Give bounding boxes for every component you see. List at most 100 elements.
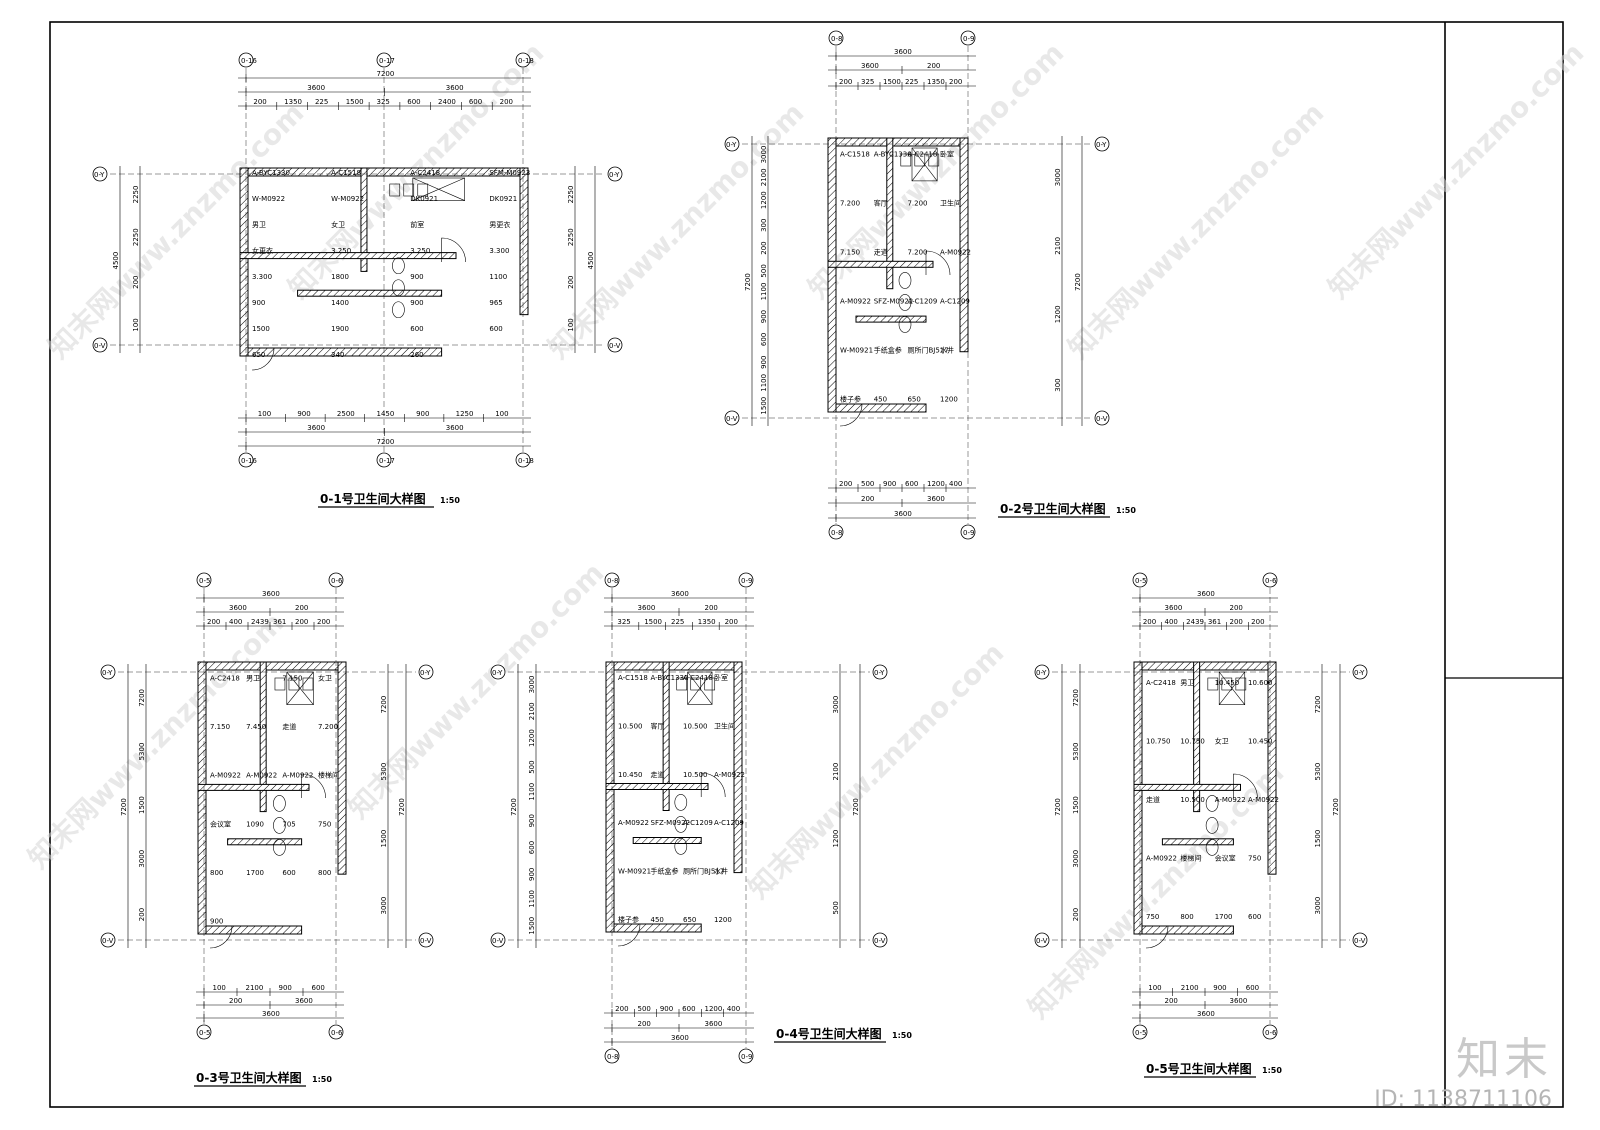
toilet-fixture [914,153,926,167]
dimension-label: 3600 [262,590,280,598]
dimension-label: 600 [760,333,768,346]
door-swing [700,772,726,798]
wall-bottom [605,923,702,933]
dimension-label: 7200 [1332,798,1340,816]
axis-bubble [92,166,108,182]
room-label: 7.150 [210,723,230,731]
axis-label: 0-6 [1265,577,1277,585]
axis-label: 0-Y [1096,141,1107,149]
axis-label: 0-6 [331,577,343,585]
room-label: 3.250 [331,247,351,255]
basin-fixture [674,794,688,811]
room-label: A-BYC1330 [651,674,689,682]
door-swing [617,923,641,947]
room-label: 750 [1248,854,1261,862]
watermark-text: 知末网www.znzmo.com [542,96,811,365]
axis-label: 0-8 [607,577,618,585]
shaft-box [911,147,938,182]
axis-bubble [490,664,506,680]
plan-title-text: 0-4号卫生间大样图 [776,1026,882,1041]
wall-partition [1193,661,1201,813]
dimension-label: 900 [760,356,768,369]
dimension-label: 4500 [112,252,120,270]
dimension-label: 600 [682,1005,695,1013]
room-label: 7.200 [840,200,860,208]
dimension-label: 600 [1246,984,1259,992]
plan-title-0-4: 0-4号卫生间大样图 1:50 [774,1026,912,1043]
dimension-label: 1200 [832,830,840,848]
wall-partition [827,260,934,268]
room-label: 900 [410,299,423,307]
axis-label: 0-18 [518,57,534,65]
room-label: 男更衣 [489,220,510,229]
dimension-label: 2100 [1054,237,1062,255]
room-label: 650 [683,916,696,924]
room-label: 965 [489,299,502,307]
room-label: 客厅 [874,199,888,208]
dimension-label: 3000 [1072,850,1080,868]
room-label: 水井 [940,346,954,355]
axis-label: 0-Y [609,171,620,179]
axis-bubble [1262,572,1278,588]
wall-bottom [1133,925,1234,935]
dimension-label: 200 [861,495,874,503]
dimension-label: 300 [1054,378,1062,391]
dimension-label: 3000 [832,696,840,714]
plan-scale-text: 1:50 [1116,506,1136,515]
room-label: 手纸盒参 [651,867,679,876]
wall-bottom [827,403,927,413]
door-swing [925,250,951,276]
room-label: A-C1209 [907,298,937,306]
dimension-label: 7200 [120,798,128,816]
basin-fixture [392,279,405,297]
wall-partition [886,137,894,290]
room-label: 450 [874,396,887,404]
room-label: A-C1209 [940,298,970,306]
room-label: 1900 [331,325,349,333]
dimension-label: 500 [760,264,768,277]
room-label: 3.250 [410,247,430,255]
dimension-label: 2100 [528,702,536,720]
axis-label: 0-Y [874,669,885,677]
dimension-label: 2400 [438,98,456,106]
room-label: 7.150 [282,674,302,682]
dimension-label: 400 [949,480,962,488]
toilet-fixture [274,677,286,691]
room-label: 10.600 [1248,679,1273,687]
watermark-text: 知末网www.znzmo.com [342,556,611,825]
dimension-label: 2100 [1181,984,1199,992]
dimension-label: 900 [660,1005,673,1013]
dimension-label: 200 [760,241,768,254]
axis-bubble [872,664,888,680]
room-label: 厕所门BJ517 [683,867,724,876]
basin-fixture [674,816,688,833]
door-swing [441,237,466,263]
dimension-label: 600 [905,480,918,488]
wall-left [605,661,615,933]
basin-fixture [273,795,286,812]
dimension-label: 3600 [927,495,945,503]
room-label: A-C2418 [1146,679,1176,687]
axis-bubble [1262,1024,1278,1040]
room-label: 650 [907,396,920,404]
door-swing [251,347,275,371]
dimension-label: 200 [567,276,575,289]
wall-right [519,167,529,316]
room-label: 7.200 [318,723,338,731]
dimension-label: 1200 [528,729,536,747]
dimension-label: 200 [295,618,308,626]
dimension-label: 100 [213,984,226,992]
dimension-label: 3600 [1197,590,1215,598]
dimension-label: 225 [905,78,918,86]
dimension-label: 7200 [510,798,518,816]
room-label: A-C2418 [907,151,937,159]
basin-fixture [392,301,405,319]
wall-top [827,137,969,147]
dimension-label: 2100 [760,168,768,186]
room-label: 水井 [714,867,728,876]
toilet-fixture [1207,677,1219,691]
axis-label: 0-V [492,937,504,945]
dimension-label: 1350 [698,618,716,626]
wall-partition [855,315,927,323]
